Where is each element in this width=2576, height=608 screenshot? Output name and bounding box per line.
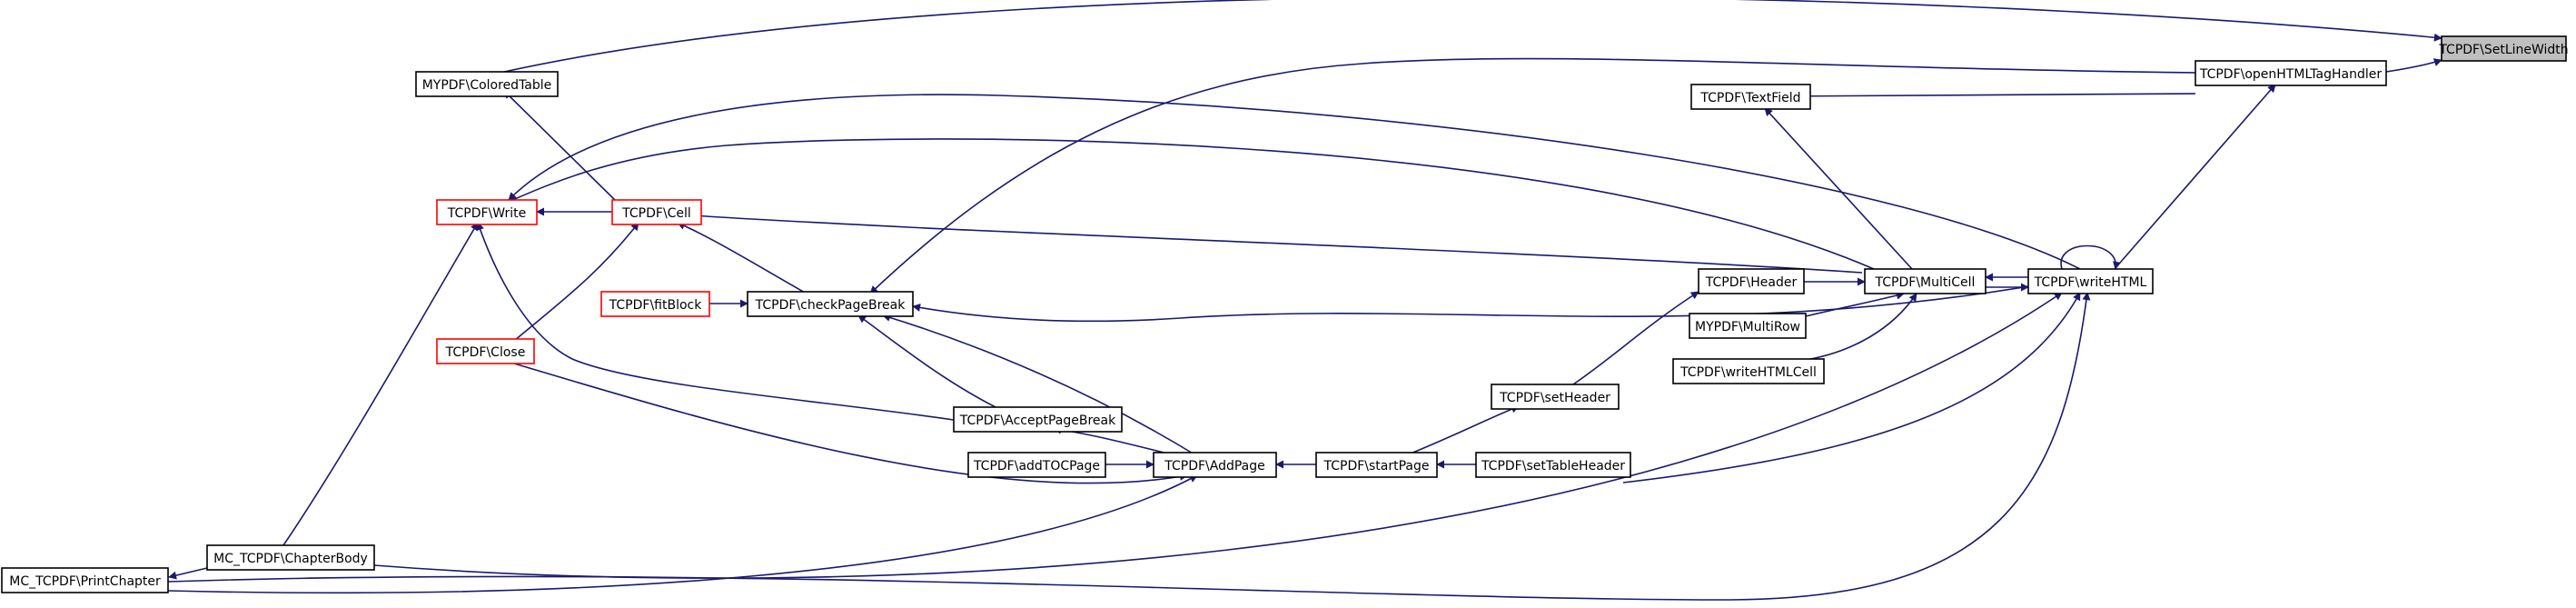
edge-multicell-to-textfield (1764, 107, 1913, 270)
edge-openhtmltaghandler-to-setlinewidth (2385, 58, 2442, 73)
node-write[interactable]: TCPDF\Write (436, 199, 538, 225)
node-label: TCPDF\Write (447, 206, 526, 221)
edge-startpage-to-setheader (1410, 404, 1520, 454)
node-label: TCPDF\Close (445, 345, 526, 360)
edge-addpage-to-checkpagebreak (882, 314, 1195, 455)
node-writehtml[interactable]: TCPDF\writeHTML (2027, 268, 2154, 294)
edges-layer (167, 0, 2442, 601)
node-label: TCPDF\AcceptPageBreak (959, 414, 1116, 428)
node-openhtmltaghandler[interactable]: TCPDF\openHTMLTagHandler (2195, 60, 2387, 86)
nodes-layer: TCPDF\SetLineWidth TCPDF\openHTMLTagHand… (1, 35, 2569, 593)
edge-openhtmltaghandler-to-checkpagebreak (869, 57, 2196, 294)
edge-chapterbody-to-printchapter (168, 567, 208, 580)
node-setlinewidth[interactable]: TCPDF\SetLineWidth (2438, 35, 2569, 62)
edge-acceptpagebreak-to-checkpagebreak (857, 314, 1000, 410)
node-label: MYPDF\MultiRow (1695, 320, 1800, 334)
node-label: MC_TCPDF\ChapterBody (213, 552, 368, 566)
node-label: TCPDF\checkPageBreak (755, 298, 907, 313)
node-writehtmlcell[interactable]: TCPDF\writeHTMLCell (1672, 358, 1825, 384)
edge-multicell-to-cell (693, 212, 1863, 274)
node-label: TCPDF\writeHTMLCell (1679, 365, 1817, 380)
node-startpage[interactable]: TCPDF\startPage (1315, 452, 1438, 478)
node-textfield[interactable]: TCPDF\TextField (1690, 84, 1811, 110)
node-cell[interactable]: TCPDF\Cell (611, 199, 702, 225)
edge-writehtml-to-checkpagebreak (912, 276, 2081, 323)
node-label: TCPDF\MultiCell (1875, 275, 1976, 290)
node-checkpagebreak[interactable]: TCPDF\checkPageBreak (747, 291, 914, 317)
edge-writehtml-to-openhtmltaghandler (2114, 84, 2276, 270)
edge-settableheader-to-writehtml (1622, 292, 2081, 483)
node-label: TCPDF\TextField (1699, 91, 1800, 105)
edge-acceptpagebreak-to-write (476, 222, 955, 421)
edge-multirow-to-multicell (1805, 291, 1905, 317)
node-label: TCPDF\AddPage (1164, 459, 1265, 473)
edge-close-to-addpage (513, 363, 1188, 484)
node-multirow[interactable]: MYPDF\MultiRow (1689, 313, 1807, 339)
node-label: TCPDF\addTOCPage (973, 459, 1100, 473)
node-label: TCPDF\SetLineWidth (2438, 43, 2568, 57)
edge-chapterbody-to-addpage (167, 474, 1198, 594)
node-multicell[interactable]: TCPDF\MultiCell (1864, 268, 1986, 294)
node-label: TCPDF\writeHTML (2034, 275, 2147, 290)
node-addtocpage[interactable]: TCPDF\addTOCPage (967, 452, 1106, 478)
edge-writehtml-self-loop (2060, 244, 2121, 270)
node-label: TCPDF\Cell (621, 206, 691, 221)
node-label: TCPDF\setTableHeader (1481, 459, 1625, 473)
node-printchapter[interactable]: MC_TCPDF\PrintChapter (1, 567, 169, 593)
node-fitblock[interactable]: TCPDF\fitBlock (600, 291, 710, 317)
node-label: TCPDF\openHTMLTagHandler (2199, 67, 2383, 82)
edge-setheader-to-header (1572, 291, 1699, 385)
node-label: MYPDF\ColoredTable (422, 78, 552, 93)
node-addpage[interactable]: TCPDF\AddPage (1153, 452, 1277, 478)
node-chapterbody[interactable]: MC_TCPDF\ChapterBody (206, 544, 375, 571)
node-label: TCPDF\setHeader (1499, 391, 1610, 405)
node-coloredtable[interactable]: MYPDF\ColoredTable (415, 71, 559, 97)
edge-addpage-to-acceptpagebreak (1053, 425, 1173, 455)
edge-openhtmltaghandler-to-textfield (1776, 92, 2196, 101)
edge-close-to-cell (513, 222, 639, 342)
node-close[interactable]: TCPDF\Close (436, 338, 535, 364)
edge-chapterbody-to-write (282, 222, 479, 546)
node-label: TCPDF\Header (1705, 275, 1798, 290)
edge-multicell-to-write (508, 138, 1875, 270)
node-label: TCPDF\startPage (1323, 459, 1430, 473)
node-label: MC_TCPDF\PrintChapter (9, 574, 161, 589)
node-header[interactable]: TCPDF\Header (1698, 268, 1805, 294)
node-label: TCPDF\fitBlock (609, 298, 703, 313)
edge-cell-to-coloredtable (503, 90, 619, 204)
edge-coloredtable-to-setlinewidth (503, 0, 2442, 73)
edge-writehtml-to-chapterbody (373, 292, 2063, 579)
node-acceptpagebreak[interactable]: TCPDF\AcceptPageBreak (953, 406, 1123, 433)
edge-checkpagebreak-to-cell (677, 222, 807, 294)
node-settableheader[interactable]: TCPDF\setTableHeader (1475, 452, 1631, 478)
node-setheader[interactable]: TCPDF\setHeader (1491, 384, 1620, 410)
edge-writehtml-to-write (508, 94, 2081, 270)
